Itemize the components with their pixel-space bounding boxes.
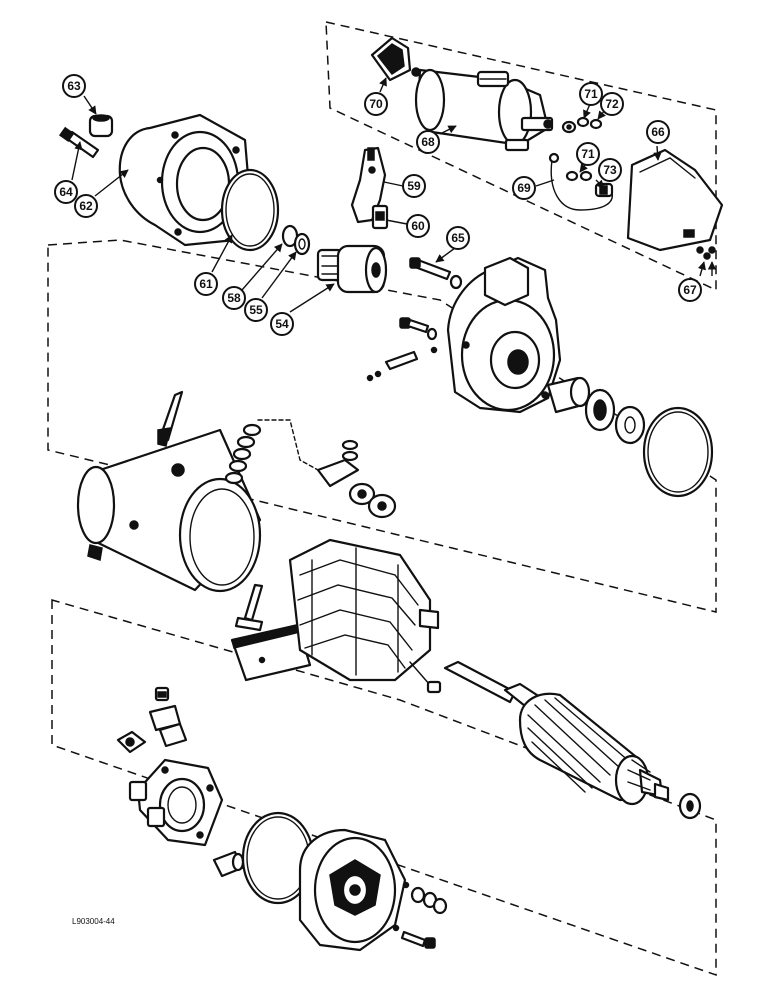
connector-strap [257,419,360,488]
drive-housing-nose [118,113,252,247]
callout-label: 71 [581,147,595,161]
callout-61: 61 [194,272,218,296]
plunger-boot [370,36,412,82]
callout-label: 59 [407,179,421,193]
callout-label: 65 [451,231,465,245]
callout-59: 59 [402,174,426,198]
callout-label: 55 [249,303,263,317]
pole-shoe [230,623,312,682]
callout-64: 64 [54,180,78,204]
callout-label: 72 [605,97,619,111]
callout-label: 54 [275,317,289,331]
callout-72: 72 [600,92,624,116]
callout-68: 68 [416,130,440,154]
callout-73: 73 [598,158,622,182]
callout-label: 61 [199,277,213,291]
pole-shoe-screw [234,583,264,632]
housing-bushing [88,114,114,138]
leader-lines [71,77,717,313]
callout-label: 69 [517,181,531,195]
callout-label: 58 [227,291,241,305]
callout-69: 69 [512,176,536,200]
callout-label: 70 [369,97,383,111]
callout-55: 55 [244,298,268,322]
drive-end-bolt [409,257,463,290]
field-frame [76,428,262,593]
solenoid-cover [626,148,724,252]
callout-65: 65 [446,226,470,250]
callout-label: 66 [651,125,665,139]
armature [443,660,670,806]
callout-71-upper: 71 [579,82,603,106]
solenoid-group-outline [325,21,717,292]
solenoid-hardware [561,116,603,182]
armature-washer [678,792,702,820]
callout-label: 60 [411,219,425,233]
drive-end-group-outline [47,239,717,613]
drive-end-fasteners [366,317,438,382]
callout-62: 62 [74,194,98,218]
callout-63: 63 [62,74,86,98]
callout-label: 71 [584,87,598,101]
frame-screw [87,544,103,561]
callout-label: 68 [421,135,435,149]
commutator-end-frame [298,828,407,952]
callout-label: 73 [603,163,617,177]
o-ring-right [642,406,714,498]
pinion-drive [316,244,388,294]
brush-plate [128,758,224,847]
callout-54: 54 [270,312,294,336]
armature-group-outline [51,599,717,977]
seal-and-washer [584,388,646,445]
callout-label: 63 [67,79,81,93]
callout-70: 70 [364,92,388,116]
end-frame-hardware [392,881,448,949]
shift-lever-pivot [371,204,389,230]
drive-end-bushing [546,376,591,414]
o-ring-large [220,168,280,252]
terminal-stud-stack [157,390,262,485]
figure-reference-code: L903004-44 [72,917,115,926]
cover-screws [696,246,716,260]
grouping-outlines [47,21,717,977]
callout-66: 66 [646,120,670,144]
callout-58: 58 [222,286,246,310]
field-coil-assembly [288,538,442,694]
callout-label: 67 [683,283,697,297]
thrust-washers [281,224,311,256]
shift-lever [350,146,387,224]
callout-67: 67 [678,278,702,302]
nuts [348,482,397,519]
callout-label: 64 [59,185,73,199]
callout-label: 62 [79,199,93,213]
drive-end-housing [446,256,562,414]
callout-71-lower: 71 [576,142,600,166]
brush-holder-parts [116,686,188,754]
commutator-bushing [212,850,245,878]
callout-60: 60 [406,214,430,238]
